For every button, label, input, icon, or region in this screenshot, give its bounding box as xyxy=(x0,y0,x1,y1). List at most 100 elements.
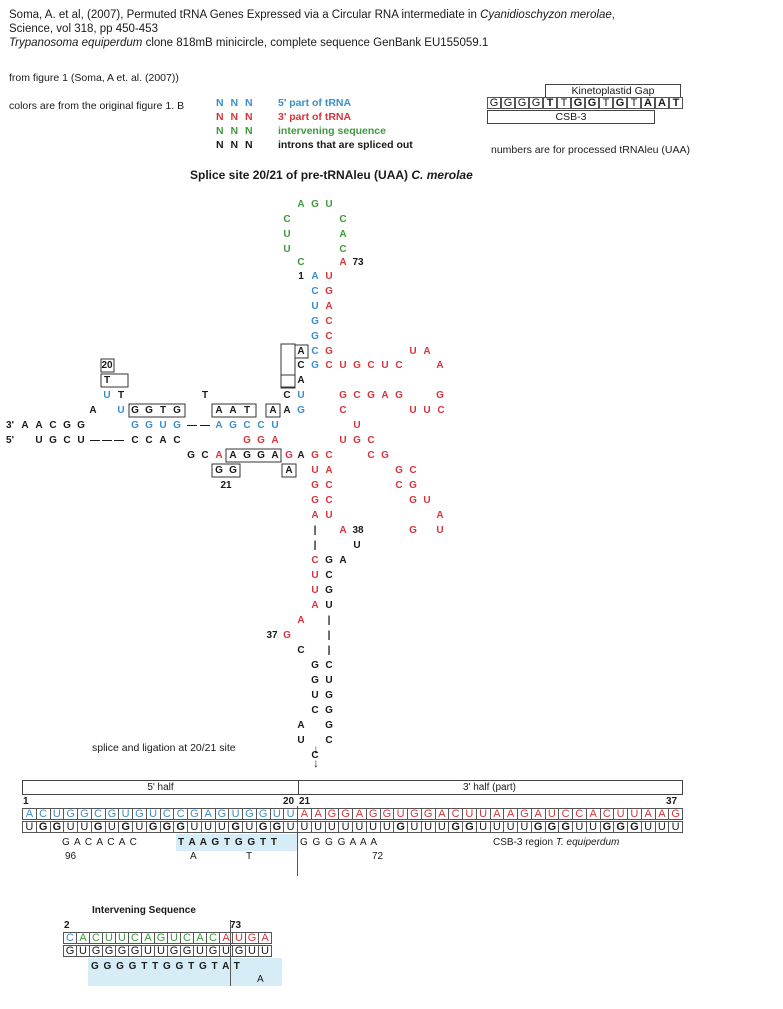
legend-label: 3' part of tRNA xyxy=(278,111,352,123)
nucleotide-label: U xyxy=(423,495,430,506)
nucleotide-label: 37 xyxy=(266,630,278,641)
nucleotide-label: G xyxy=(311,199,319,210)
legend-label: introns that are spliced out xyxy=(278,139,413,151)
nucleotide-cell: G xyxy=(571,97,585,109)
nucleotide-label: A xyxy=(159,435,166,446)
nucleotide-label: G xyxy=(367,390,375,401)
nucleotide-label: C xyxy=(325,450,332,461)
splice-note: splice and ligation at 20/21 site xyxy=(92,742,236,754)
nucleotide-label: A xyxy=(311,600,318,611)
position-20: 20 xyxy=(283,796,295,807)
nucleotide-cell: U xyxy=(379,821,395,833)
nucleotide-label: — xyxy=(90,435,100,446)
nucleotide-cell: C xyxy=(35,808,51,820)
nucleotide-label: C xyxy=(63,435,70,446)
nucleotide-cell: G xyxy=(132,808,147,820)
nucleotide-label: A xyxy=(215,420,222,431)
nucleotide-cell: G xyxy=(232,945,246,957)
nucleotide-label: G xyxy=(285,450,293,461)
nucleotide-label: A xyxy=(325,301,332,312)
citation-text: Soma, A. et al, (2007), Permuted tRNA Ge… xyxy=(9,9,481,21)
nucleotide-label: A xyxy=(269,405,276,416)
nucleotide-cell: C xyxy=(173,808,188,820)
nucleotide-label: C xyxy=(243,420,250,431)
genbank-text: clone 818mB minicircle, complete sequenc… xyxy=(142,37,489,49)
nucleotide-label: 5' xyxy=(6,435,14,446)
nucleotide-cell: C xyxy=(128,932,142,944)
citation-line-2: Science, vol 318, pp 450-453 xyxy=(9,23,158,35)
nucleotide-label: G xyxy=(145,405,153,416)
intervening-variant-a: A xyxy=(257,974,264,985)
nucleotide-label: A xyxy=(297,346,304,357)
nucleotide-cell: U xyxy=(613,808,628,820)
nucleotide-cell: G xyxy=(529,97,543,109)
nucleotide-cell: G xyxy=(338,808,353,820)
nucleotide-label: U xyxy=(283,244,290,255)
nucleotide-label: G xyxy=(145,420,153,431)
nucleotide-cell: G xyxy=(206,945,220,957)
nucleotide-cell: G xyxy=(102,945,116,957)
nucleotide-label: A xyxy=(271,435,278,446)
position-1: 1 xyxy=(23,796,29,807)
intron-box xyxy=(280,374,296,389)
nucleotide-cell: G xyxy=(448,821,463,833)
nucleotide-cell: G xyxy=(379,808,395,820)
colors-note: colors are from the original figure 1. B xyxy=(9,100,185,112)
intervening-minicircle: G G G G T T G G T G T A T xyxy=(91,961,241,972)
nucleotide-cell: G xyxy=(407,808,422,820)
nucleotide-cell: G xyxy=(668,808,683,820)
nucleotide-label: G xyxy=(311,495,319,506)
down-arrow-icon: ↓ xyxy=(313,756,319,770)
nucleotide-cell: T xyxy=(669,97,683,109)
nucleotide-label: G xyxy=(49,435,57,446)
nucleotide-label: G xyxy=(409,480,417,491)
nucleotide-label: G xyxy=(297,405,305,416)
citation-comma: , xyxy=(611,9,615,21)
nucleotide-label: C xyxy=(325,735,332,746)
nucleotide-cell: U xyxy=(242,821,257,833)
nucleotide-cell: A xyxy=(193,932,207,944)
nucleotide-cell: U xyxy=(310,821,326,833)
figure-source: from figure 1 (Soma, A et. al. (2007)) xyxy=(9,72,179,84)
nucleotide-label: A xyxy=(311,510,318,521)
nucleotide-cell: U xyxy=(22,821,37,833)
nucleotide-label: C xyxy=(325,570,332,581)
nucleotide-label: U xyxy=(409,346,416,357)
intron-box xyxy=(281,463,297,478)
nucleotide-label: G xyxy=(257,435,265,446)
nucleotide-cell: G xyxy=(35,821,51,833)
nucleotide-cell: U xyxy=(141,945,155,957)
nucleotide-cell: A xyxy=(640,808,656,820)
nucleotide-cell: C xyxy=(63,932,77,944)
legend-swatch: N N N xyxy=(216,111,255,123)
nucleotide-label: G xyxy=(283,630,291,641)
nucleotide-label: G xyxy=(436,390,444,401)
nucleotide-cell: C xyxy=(180,932,194,944)
nucleotide-cell: C xyxy=(89,932,103,944)
nucleotide-cell: G xyxy=(613,97,627,109)
nucleotide-label: G xyxy=(409,495,417,506)
nucleotide-label: G xyxy=(325,555,333,566)
nucleotide-label: C xyxy=(257,420,264,431)
nucleotide-label: G xyxy=(381,450,389,461)
nucleotide-cell: G xyxy=(167,945,181,957)
nucleotide-cell: U xyxy=(420,821,436,833)
nucleotide-cell: U xyxy=(668,821,683,833)
nucleotide-label: A xyxy=(229,450,236,461)
nucleotide-cell: U xyxy=(154,945,168,957)
nucleotide-label: G xyxy=(311,331,319,342)
nucleotide-label: A xyxy=(436,510,443,521)
nucleotide-cell: G xyxy=(63,945,77,957)
nucleotide-cell: G xyxy=(228,821,243,833)
nucleotide-label: | xyxy=(328,645,331,656)
nucleotide-label: U xyxy=(409,405,416,416)
nucleotide-label: C xyxy=(339,244,346,255)
nucleotide-cell: U xyxy=(76,945,90,957)
nucleotide-label: G xyxy=(63,420,71,431)
nucleotide-label: T xyxy=(244,405,250,416)
nucleotide-label: G xyxy=(409,525,417,536)
nucleotide-label: T xyxy=(160,405,166,416)
nucleotide-cell: C xyxy=(558,808,573,820)
legend-item: N N N 3' part of tRNA xyxy=(216,111,351,123)
